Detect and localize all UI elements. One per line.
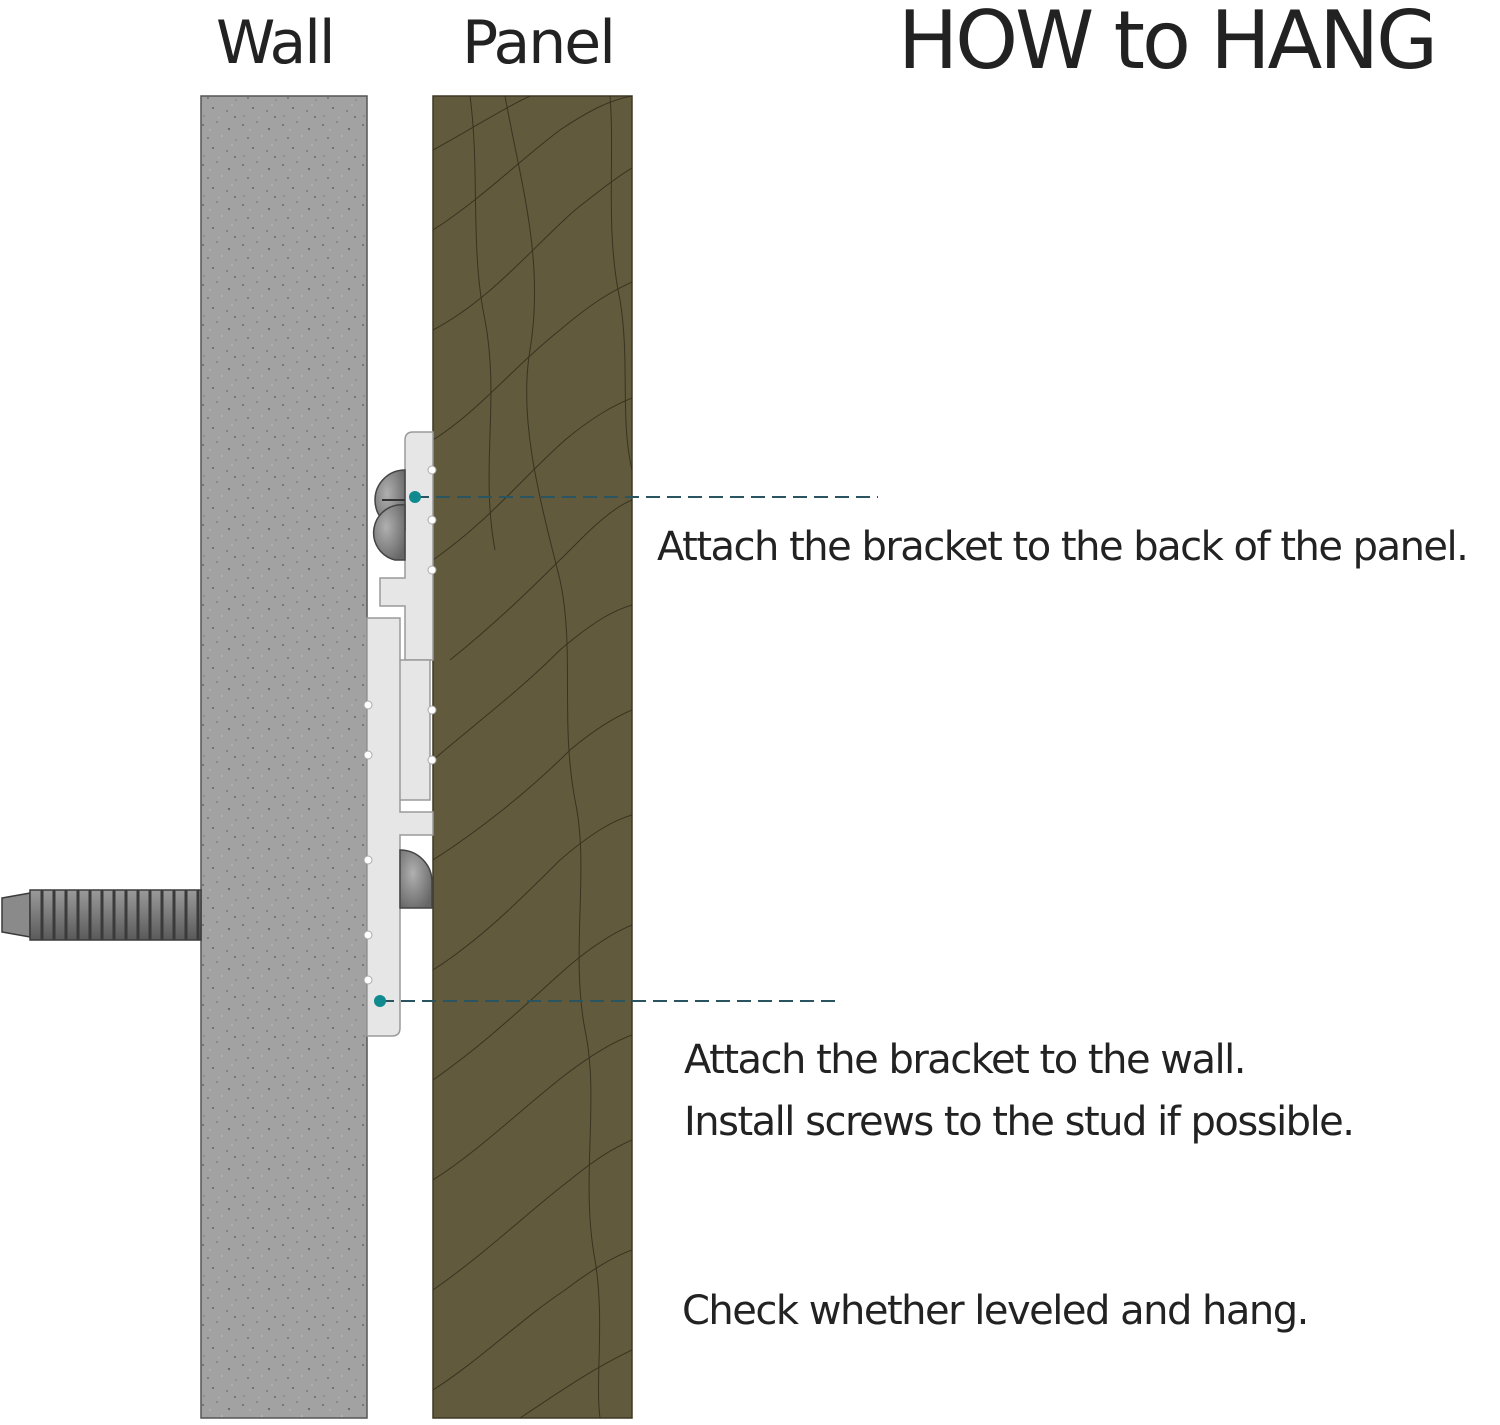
panel-label: Panel	[462, 8, 616, 78]
wall-screw-icon	[1, 889, 202, 941]
step-install-screws: Install screws to the stud if possible.	[684, 1099, 1355, 1145]
step-check-level: Check whether leveled and hang.	[682, 1288, 1309, 1334]
leader-line-panel	[409, 491, 878, 503]
panel-section	[432, 95, 633, 1419]
step-attach-panel: Attach the bracket to the back of the pa…	[657, 524, 1469, 570]
screw-head-icon	[372, 469, 433, 909]
step-attach-wall: Attach the bracket to the wall.	[684, 1037, 1246, 1083]
leader-line-wall	[374, 995, 842, 1007]
wall-label: Wall	[216, 8, 336, 78]
wall-section	[200, 95, 368, 1419]
page-title: HOW to HANG	[898, 0, 1438, 87]
bracket-assembly	[363, 431, 437, 1037]
